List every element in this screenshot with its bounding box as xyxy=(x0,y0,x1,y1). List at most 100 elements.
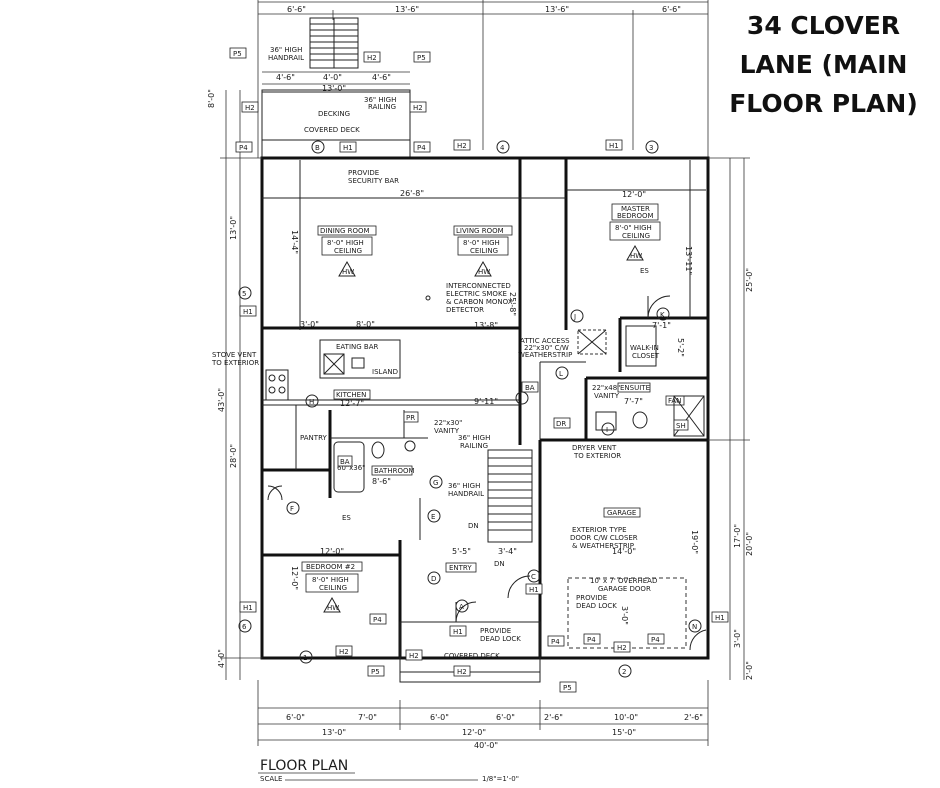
marker-4: 4 xyxy=(500,144,505,152)
note-deadlock-gar-2: DEAD LOCK xyxy=(576,602,617,610)
marker-j: J xyxy=(518,395,521,403)
tag-h1-entry: H1 xyxy=(529,586,539,594)
plan-title: 34 CLOVER LANE (MAIN FLOOR PLAN) xyxy=(716,6,931,123)
tag-p4-garage-2: P4 xyxy=(587,636,596,644)
marker-2: 2 xyxy=(622,668,626,676)
label-master-ceiling-1: 8'-0" HIGH xyxy=(615,224,652,232)
dim-entry-a: 5'-5" xyxy=(452,547,471,556)
dim-entry-b: 3'-4" xyxy=(498,547,517,556)
exterior-walls xyxy=(260,156,710,660)
label-covered-deck: COVERED DECK xyxy=(304,126,360,134)
marker-c: C xyxy=(531,573,536,581)
dim-bottom-b1: 13'-0" xyxy=(322,728,346,737)
interior-stair xyxy=(487,449,533,543)
note-dryer-1: DRYER VENT xyxy=(572,444,617,452)
note-handrail-top-2: HANDRAIL xyxy=(268,54,304,62)
tag-sh: SH xyxy=(676,422,686,430)
dim-kitchen: 12'-7" xyxy=(340,399,364,408)
tag-h1-right: H1 xyxy=(715,614,725,622)
note-stove-1: STOVE VENT xyxy=(212,351,257,359)
dim-walkin-w: 7'-1" xyxy=(652,321,671,330)
dim-stair-3: 4'-6" xyxy=(372,73,391,82)
dim-bottom-a7: 2'-6" xyxy=(684,713,703,722)
dim-bottom-b3: 15'-0" xyxy=(612,728,636,737)
label-kitchen: KITCHEN xyxy=(336,391,366,399)
tag-h1-bed2: H1 xyxy=(243,604,253,612)
label-hw-dining: HW xyxy=(342,268,354,276)
tag-h2-top: H2 xyxy=(367,54,377,62)
marker-g: G xyxy=(433,479,438,487)
bottom-dimension-strip: 6'-0" 7'-0" 6'-0" 6'-0" 2'-6" 10'-0" 2'-… xyxy=(257,680,709,750)
marker-6: 6 xyxy=(242,623,247,631)
dim-top-3: 13'-6" xyxy=(545,5,569,14)
dim-living-w: 13'-8" xyxy=(474,321,498,330)
dim-bottom-a3: 6'-0" xyxy=(430,713,449,722)
door-swings xyxy=(267,295,707,651)
marker-h: H xyxy=(309,398,314,406)
marker-e: E xyxy=(431,513,435,521)
tag-dr: DR xyxy=(556,420,566,428)
label-bathroom: BATHROOM xyxy=(374,467,415,475)
dim-dining-w: 26'-8" xyxy=(400,189,424,198)
dim-stair-2: 4'-0" xyxy=(323,73,342,82)
dim-garage-w: 14'-0" xyxy=(612,547,636,556)
dim-garage-d: 19'-0" xyxy=(690,530,699,554)
marker-f: F xyxy=(290,505,294,513)
note-attic-2: 22"x30" C/W xyxy=(524,344,569,352)
label-bedroom-2-ceiling-2: CEILING xyxy=(319,584,347,592)
dim-master-d: 13'-11" xyxy=(684,246,693,275)
drawing-title: FLOOR PLAN xyxy=(260,758,348,774)
dim-master-w: 12'-0" xyxy=(622,190,646,199)
note-smoke-4: DETECTOR xyxy=(446,306,484,314)
note-es-master: ES xyxy=(640,267,649,275)
label-master-1: MASTER xyxy=(621,205,650,213)
note-overhead-1: 10' x 7' OVERHEAD xyxy=(590,577,657,585)
label-covered-deck-front: COVERED DECK xyxy=(444,652,500,660)
note-es-bedroom: ES xyxy=(342,514,351,522)
note-vanity-ens-1: 22"x48" xyxy=(592,384,620,392)
bathroom-area: 60"x36" BATHROOM 8'-6" xyxy=(333,440,416,493)
marker-k: K xyxy=(660,311,665,319)
dim-right-3: 20'-0" xyxy=(745,532,754,556)
scale-label: SCALE xyxy=(260,775,282,783)
label-living-ceiling-1: 8'-0" HIGH xyxy=(463,239,500,247)
dim-bottom-a5: 2'-6" xyxy=(544,713,563,722)
top-dimension-strip: 6'-6" 13'-6" 13'-6" 6'-6" xyxy=(257,0,709,158)
label-hw-living: HW xyxy=(478,268,490,276)
room-dining: DINING ROOM 8'-0" HIGH CEILING HW xyxy=(317,225,377,277)
note-dn-2: DN xyxy=(494,560,505,568)
marker-b: B xyxy=(315,144,320,152)
dim-bottom-a1: 6'-0" xyxy=(286,713,305,722)
label-walkin-2: CLOSET xyxy=(632,352,660,360)
room-bedroom-2: BEDROOM #2 8'-0" HIGH CEILING HW 12'-0" xyxy=(301,547,363,613)
dim-left-4: 28'-0" xyxy=(229,444,238,468)
note-vanity-ens-2: VANITY xyxy=(594,392,620,400)
note-decking: DECKING xyxy=(318,110,350,118)
dim-top-1: 6'-6" xyxy=(287,5,306,14)
note-dryer-2: TO EXTERIOR xyxy=(573,452,621,460)
note-vanity-bath-2: VANITY xyxy=(434,427,460,435)
dim-left-2: 13'-0" xyxy=(229,216,238,240)
tag-h2-garage: H2 xyxy=(617,644,627,652)
dim-bathroom: 8'-6" xyxy=(372,477,391,486)
tag-p4-deck: P4 xyxy=(417,144,426,152)
dim-eatbar-b: 8'-0" xyxy=(356,320,375,329)
dim-bottom-a2: 7'-0" xyxy=(358,713,377,722)
dim-left-5: 4'-0" xyxy=(217,649,226,668)
dim-dining-d: 14'-4" xyxy=(290,230,299,254)
note-railing-top-2: RAILING xyxy=(368,103,396,111)
tag-p5-right: P5 xyxy=(563,684,572,692)
tag-h1-deck: H1 xyxy=(343,144,353,152)
label-island: ISLAND xyxy=(372,368,398,376)
label-pantry: PANTRY xyxy=(300,434,327,442)
note-deadlock-gar-1: PROVIDE xyxy=(576,594,607,602)
label-bedroom-2: BEDROOM #2 xyxy=(306,563,355,571)
label-living-ceiling-2: CEILING xyxy=(470,247,498,255)
note-ext-door-3: & WEATHERSTRIP xyxy=(572,542,634,550)
dim-overhead-d: 3'-0" xyxy=(620,606,629,625)
marker-a: A xyxy=(459,603,464,611)
dim-closet-d: 5'-2" xyxy=(676,338,685,357)
note-dn-1: DN xyxy=(468,522,479,530)
tag-p5-top-2: P5 xyxy=(417,54,426,62)
label-garage: GARAGE xyxy=(607,509,636,517)
